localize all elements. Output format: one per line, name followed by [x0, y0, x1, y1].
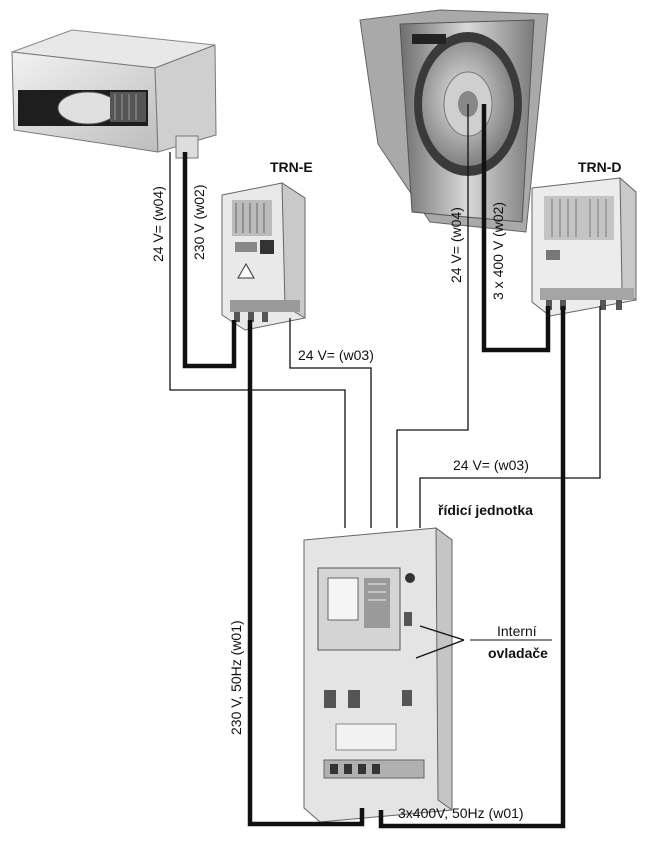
wire-left-w01-label: 230 V, 50Hz (w01) [228, 620, 244, 735]
wire-right-w04 [396, 104, 469, 528]
controls-label-line2: ovladače [488, 645, 548, 661]
controls-label-line1: Interní [497, 623, 537, 639]
radial-fan-image [359, 9, 549, 233]
wire-left-w02 [182, 152, 237, 369]
wire-right-w03 [419, 306, 601, 528]
control-unit-cabinet [303, 526, 453, 823]
duct-fan-image [11, 29, 217, 159]
wire-right-w03-label: 24 V= (w03) [453, 457, 529, 473]
trn-e-label: TRN-E [270, 159, 313, 175]
wire-left-w02-label: 230 V (w02) [191, 185, 207, 260]
wire-right-w02 [481, 104, 551, 353]
wire-bottom-w01-label: 3x400V, 50Hz (w01) [398, 805, 524, 821]
trn-e-box [221, 182, 306, 331]
wire-right-w01 [378, 306, 566, 829]
wire-right-w04-label: 24 V= (w04) [448, 207, 464, 283]
wire-left-w04-label: 24 V= (w04) [150, 186, 166, 262]
wire-left-w03-label: 24 V= (w03) [298, 347, 374, 363]
wire-right-w02-label: 3 x 400 V (w02) [490, 202, 506, 300]
trn-d-box [531, 176, 637, 317]
wire-left-w03 [289, 318, 372, 528]
wire-left-w01 [247, 320, 365, 827]
controls-pointer [415, 625, 465, 659]
trn-d-label: TRN-D [578, 159, 622, 175]
wire-left-w04 [169, 152, 346, 528]
control-unit-label: řídicí jednotka [438, 502, 533, 518]
